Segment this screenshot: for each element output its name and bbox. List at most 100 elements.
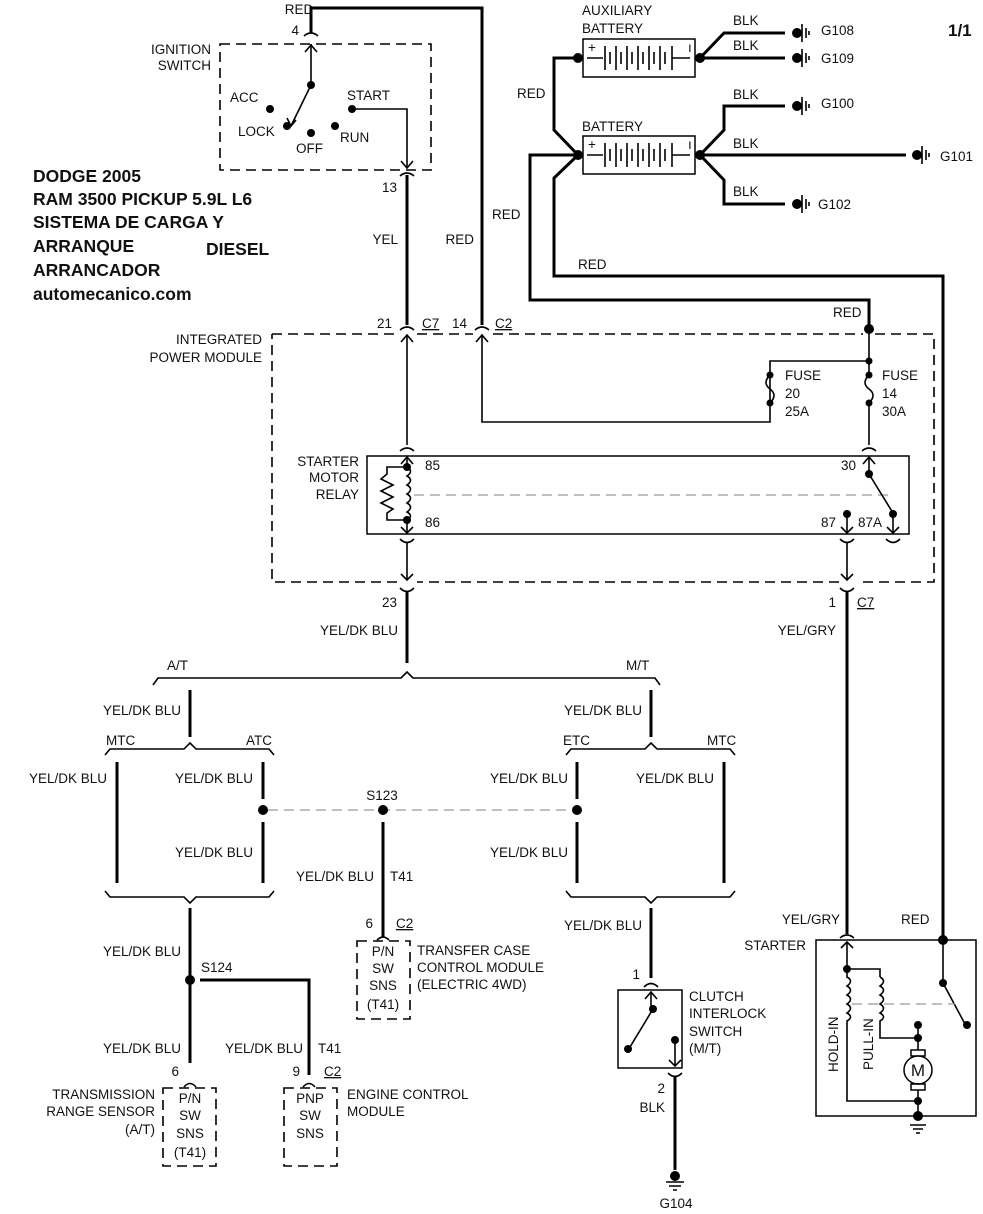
- pull-in-coil-icon: [878, 976, 918, 1039]
- neutral-safety-circuit: YEL/DK BLU A/T M/T YEL/DK BLU MTC ATC YE…: [29, 592, 736, 1167]
- clutch-in-wire-label: YEL/DK BLU: [564, 918, 642, 933]
- relay-pin-85: 85: [425, 458, 440, 473]
- fuse-14-rating: 30A: [882, 404, 906, 419]
- red-ipm-feed-label: RED: [445, 232, 474, 247]
- connector-pin-4: [303, 32, 319, 37]
- trs-label-3: (A/T): [125, 1122, 155, 1137]
- mt-etc-mtc-split: [565, 741, 736, 756]
- title-site: automecanico.com: [33, 284, 192, 304]
- title-make-year: DODGE 2005: [33, 166, 141, 186]
- splice-s123-label: S123: [366, 788, 398, 803]
- red-wire-label-2: RED: [492, 207, 521, 222]
- ground-wire-label-g108: BLK: [733, 13, 759, 28]
- at-mtc-wire-label: YEL/DK BLU: [29, 771, 107, 786]
- fuse-20-circuit: [481, 335, 869, 423]
- ipm-pin-21: 21: [377, 316, 392, 331]
- starter-label: STARTER: [744, 938, 806, 953]
- ecm-label-1: ENGINE CONTROL: [347, 1087, 469, 1102]
- ignition-input-pin: 4: [291, 23, 299, 38]
- starter-motor-relay: [366, 455, 910, 535]
- clutch-pin-1: 1: [632, 967, 640, 982]
- hold-in-label: HOLD-IN: [826, 1016, 841, 1072]
- ground-id-g108: G108: [821, 23, 854, 38]
- switch-blade: [290, 84, 312, 127]
- mt-mtc-label: MTC: [707, 733, 736, 748]
- aux-battery-cells: [587, 46, 690, 70]
- ipm-outline: [271, 333, 935, 583]
- starter-control-wire-label: YEL/GRY: [782, 912, 840, 927]
- at-mtc-atc-split: [104, 741, 275, 756]
- starter-box: [815, 939, 977, 1117]
- transfer-case-box-3: SNS: [369, 978, 397, 993]
- ground-symbol-g109: [792, 49, 810, 67]
- s123-wire-label: YEL/DK BLU: [296, 869, 374, 884]
- battery-section: AUXILIARY BATTERY + ı BATTERY + ı RED RE…: [492, 3, 973, 940]
- fuse-14-label: FUSE: [882, 368, 918, 383]
- transfer-case-label-1: TRANSFER CASE: [417, 943, 530, 958]
- relay-pin-30: 30: [841, 458, 856, 473]
- mt-mtc-wire-label: YEL/DK BLU: [636, 771, 714, 786]
- ipm-connector-c2: C2: [495, 316, 512, 331]
- position-lock: LOCK: [238, 124, 275, 139]
- starter: YEL/GRY RED STARTER HOLD-IN PULL-IN M: [744, 912, 977, 1134]
- aux-battery-label: AUXILIARY: [582, 3, 652, 18]
- battery-label: BATTERY: [582, 119, 643, 134]
- trs-box-4: (T41): [174, 1145, 206, 1160]
- title-component: ARRANCADOR: [33, 260, 161, 280]
- relay-pin-87: 87: [821, 515, 836, 530]
- ground-symbol-g102: [792, 195, 810, 213]
- ground-id-g109: G109: [821, 51, 854, 66]
- ipm-pin-23: 23: [382, 595, 397, 610]
- ground-cable-g108: [698, 31, 785, 60]
- title-system: SISTEMA DE CARGA Y: [33, 212, 224, 232]
- at-merge: [104, 890, 275, 905]
- transfer-case-box-4: (T41): [367, 997, 399, 1012]
- title-block: DODGE 2005 RAM 3500 PICKUP 5.9L L6 SISTE…: [33, 166, 270, 304]
- ignition-feed-wire-label: RED: [285, 2, 314, 17]
- red-wire-label-3: RED: [578, 257, 607, 272]
- acc-contact: [266, 105, 274, 113]
- transfer-case-pin: 6: [365, 916, 373, 931]
- s124-upper-wire-label: YEL/DK BLU: [103, 944, 181, 959]
- aux-battery-label-2: BATTERY: [582, 21, 643, 36]
- clutch-pin-2: 2: [657, 1081, 665, 1096]
- ignition-switch-label: IGNITION: [151, 42, 211, 57]
- transfer-case-box-2: SW: [372, 961, 394, 976]
- ecm-box-2: SW: [299, 1108, 321, 1123]
- ecm-label-2: MODULE: [347, 1104, 405, 1119]
- mt-etc-label: ETC: [563, 733, 590, 748]
- hold-in-coil-icon: [845, 969, 918, 1102]
- position-start: START: [347, 88, 390, 103]
- mt-etc-wire-label-2: YEL/DK BLU: [490, 845, 568, 860]
- aux-battery-minus: ı: [688, 40, 692, 55]
- starter-case-ground-icon: [910, 1124, 926, 1134]
- starter-battery-wire-label: RED: [901, 912, 930, 927]
- ipm-connector-c7-out: C7: [857, 595, 874, 610]
- title-system-2: ARRANQUE: [33, 236, 134, 256]
- relay-contact-blade: [868, 473, 894, 514]
- ignition-switch: IGNITION SWITCH RED 4 ACC LOCK OFF RUN S…: [151, 2, 484, 325]
- lock-contact: [283, 122, 291, 130]
- at-atc-wire-label: YEL/DK BLU: [175, 771, 253, 786]
- red-wire-label-4: RED: [833, 305, 862, 320]
- relay-coil-icon: [405, 466, 412, 521]
- transfer-case-label-3: (ELECTRIC 4WD): [417, 977, 527, 992]
- run-contact: [331, 122, 339, 130]
- fuse-20-rating: 25A: [785, 404, 809, 419]
- fuse-14-number: 14: [882, 386, 898, 401]
- clutch-switch-box: [617, 989, 683, 1069]
- clutch-label-1: CLUTCH: [689, 989, 744, 1004]
- transfer-case-connector: C2: [396, 916, 413, 931]
- clutch-out-wire-label: BLK: [639, 1100, 665, 1115]
- fuse-20: [765, 371, 775, 407]
- trunk-wire-label: YEL/DK BLU: [320, 623, 398, 638]
- mt-wire-label: YEL/DK BLU: [564, 703, 642, 718]
- clutch-switch-blade: [629, 1008, 654, 1048]
- pull-in-label: PULL-IN: [861, 1018, 876, 1070]
- ground-symbol-g100: [792, 97, 810, 115]
- mt-merge: [565, 890, 736, 905]
- ground-wire-label-g100: BLK: [733, 87, 759, 102]
- at-mt-split: [152, 670, 661, 686]
- splice-s124: [185, 975, 195, 985]
